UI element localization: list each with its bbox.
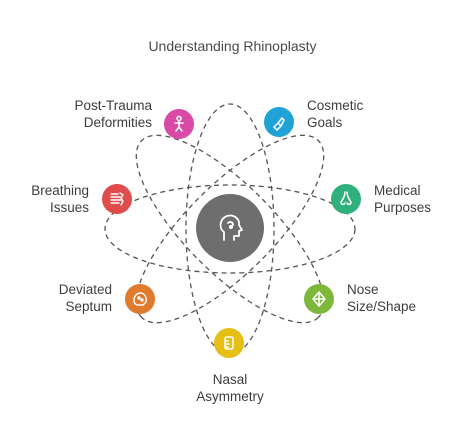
face-icon [133,292,147,306]
orbit-ellipse [135,134,325,324]
center-node [196,194,264,262]
node-breathing [102,184,132,214]
node-deviated [125,284,155,314]
page-title: Understanding Rhinoplasty [148,38,317,54]
node-nose-size [304,284,334,314]
diamond-icon [312,291,326,307]
ruler-icon [224,336,234,350]
orbit-ellipse [135,134,325,324]
lipstick-icon [272,116,285,131]
node-post-trauma [164,109,194,139]
node-medical [331,184,361,214]
head-profile-icon [219,214,243,241]
person-icon [174,115,184,132]
nose-icon [340,191,352,206]
orbit-ellipse [104,184,356,274]
node-cosmetic [264,107,294,137]
lungs-icon [110,192,124,206]
node-nasal [214,328,244,358]
